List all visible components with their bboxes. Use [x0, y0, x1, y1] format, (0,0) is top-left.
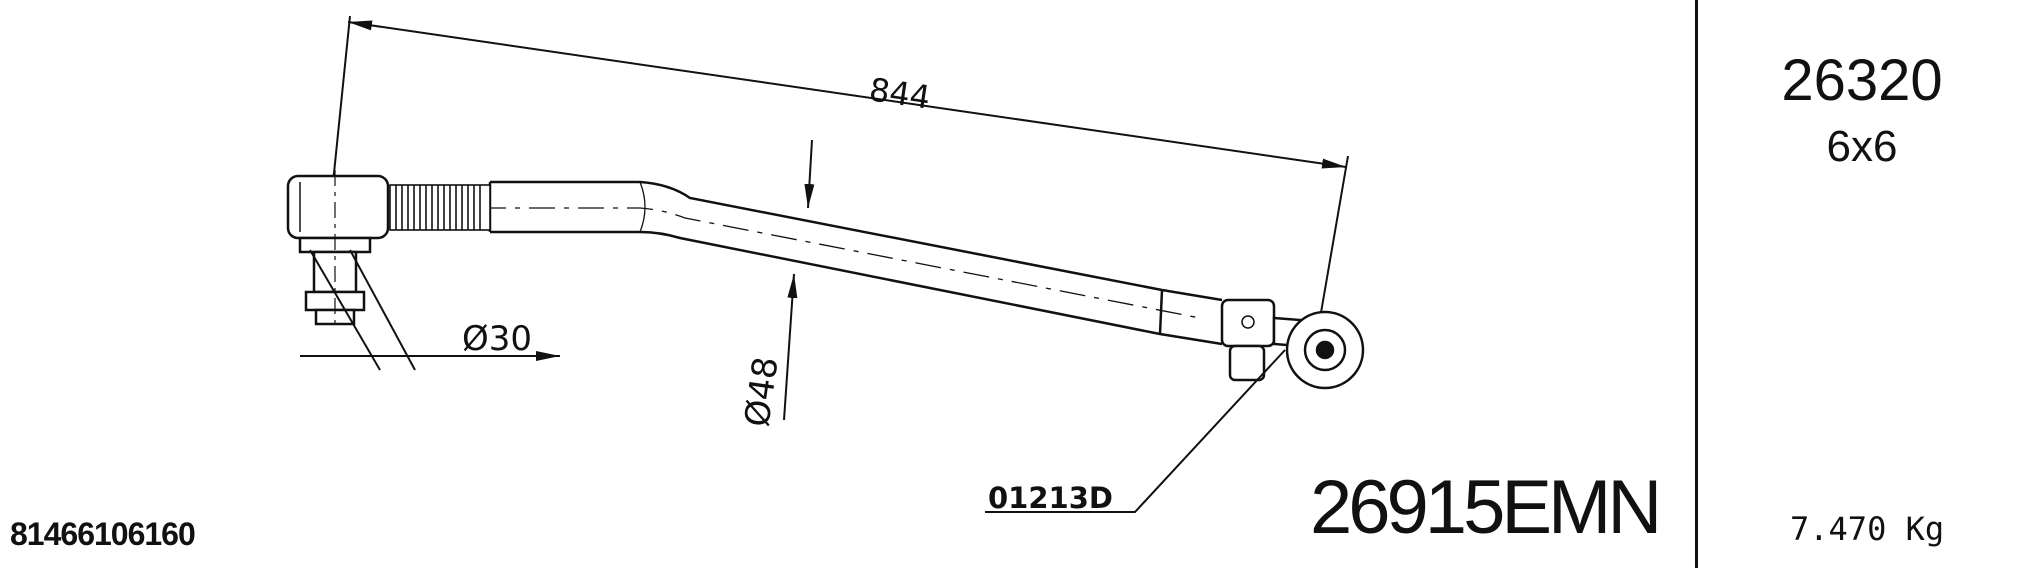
length-dimension-label: 844	[867, 70, 933, 116]
tube-diameter-label: Ø48	[737, 354, 786, 429]
axle-config: 6x6	[1826, 122, 1898, 171]
threaded-section	[389, 184, 491, 231]
extension-line-b	[349, 249, 416, 371]
length-dimension	[327, 15, 1349, 331]
extension-line-right	[1317, 155, 1349, 331]
oem-number: 81466106160	[10, 516, 196, 552]
tube-diameter-arrow-bottom	[783, 273, 798, 421]
part-number: 26915EMN	[1310, 465, 1662, 550]
left-ball-joint	[286, 170, 390, 330]
title-block-divider	[1695, 0, 1698, 568]
tie-rod-tube	[480, 180, 1223, 346]
right-ball-joint	[1272, 310, 1365, 390]
clamp	[1220, 298, 1276, 382]
end-diameter-label: Ø30	[462, 319, 532, 359]
component-leader	[985, 349, 1286, 513]
model-code: 26320	[1781, 48, 1943, 113]
extension-line-a	[309, 249, 381, 371]
tube-diameter-arrow-top	[804, 139, 815, 209]
tube-diameter-dimension	[783, 139, 815, 421]
length-dimension-line	[347, 20, 1347, 169]
weight-value: 7.470 Kg	[1790, 510, 1945, 548]
end-diameter-dimension	[300, 249, 560, 371]
component-code-label: 01213D	[988, 481, 1113, 515]
component-leader-line	[985, 349, 1286, 513]
